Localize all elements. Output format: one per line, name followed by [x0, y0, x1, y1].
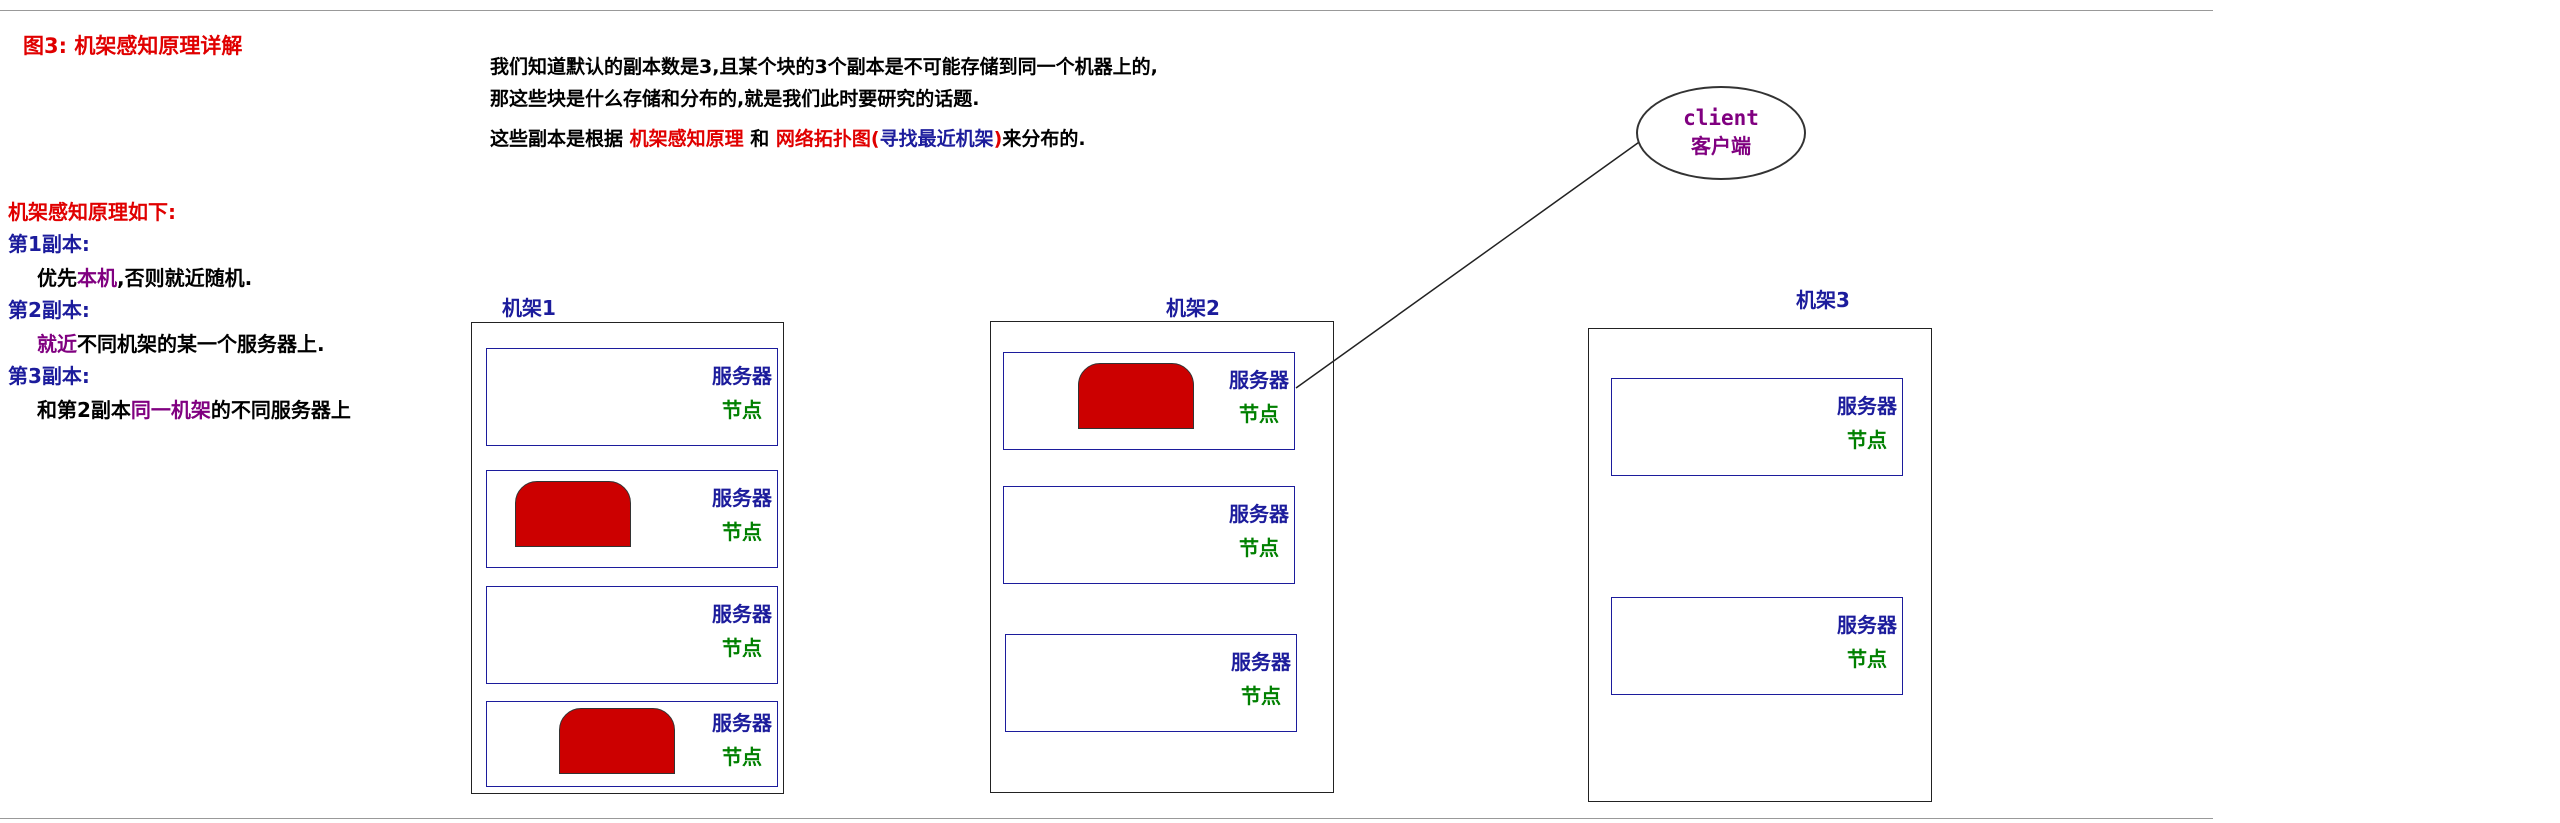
- server-label: 服务器: [1231, 650, 1291, 674]
- intro-suffix: 来分布的.: [1002, 128, 1086, 150]
- node-label: 节点: [1239, 536, 1279, 560]
- server-node: 服务器节点: [486, 701, 778, 787]
- replica-1-label: 第1副本:: [8, 232, 90, 256]
- replica-3-rule: 和第2副本同一机架的不同服务器上: [37, 398, 351, 422]
- intro-line-1: 我们知道默认的副本数是3,且某个块的3个副本是不可能存储到同一个机器上的,: [490, 56, 1158, 78]
- same-rack-highlight: 同一机架: [130, 398, 211, 422]
- server-label: 服务器: [1837, 613, 1897, 637]
- server-node: 服务器节点: [1003, 352, 1295, 450]
- intro-prefix: 这些副本是根据: [490, 128, 624, 150]
- rack-1-label: 机架1: [502, 296, 556, 320]
- data-block: [1078, 363, 1194, 429]
- client-node: client 客户端: [1636, 86, 1806, 180]
- replica-3-label: 第3副本:: [8, 364, 90, 388]
- rack-2: 服务器节点 服务器节点 服务器节点: [990, 321, 1334, 793]
- node-label: 节点: [722, 398, 762, 422]
- server-node: 服务器节点: [1611, 597, 1903, 695]
- nearest-highlight: 就近: [37, 332, 77, 356]
- rack-1: 服务器节点 服务器节点 服务器节点 服务器节点: [471, 322, 784, 794]
- server-label: 服务器: [1229, 502, 1289, 526]
- client-label: 客户端: [1691, 134, 1751, 158]
- local-machine-highlight: 本机: [77, 266, 117, 290]
- node-label: 节点: [722, 520, 762, 544]
- top-rule: [0, 10, 2213, 11]
- server-label: 服务器: [712, 602, 772, 626]
- server-label: 服务器: [712, 486, 772, 510]
- server-node: 服务器节点: [1611, 378, 1903, 476]
- server-node: 服务器节点: [1005, 634, 1297, 732]
- data-block: [559, 708, 675, 774]
- node-label: 节点: [1847, 647, 1887, 671]
- replica-2-rule: 就近不同机架的某一个服务器上.: [37, 332, 325, 356]
- client-name: client: [1683, 106, 1759, 130]
- rack-3-label: 机架3: [1796, 288, 1850, 312]
- rack-2-label: 机架2: [1166, 296, 1220, 320]
- principle-title: 机架感知原理如下:: [8, 200, 176, 224]
- rack-awareness-highlight: 机架感知原理: [629, 128, 744, 150]
- node-label: 节点: [722, 636, 762, 660]
- node-label: 节点: [1239, 402, 1279, 426]
- intro-and: 和: [750, 128, 770, 150]
- server-node: 服务器节点: [486, 348, 778, 446]
- figure-caption: 图3: 机架感知原理详解: [23, 34, 243, 58]
- server-label: 服务器: [712, 711, 772, 735]
- replica-2-label: 第2副本:: [8, 298, 90, 322]
- node-label: 节点: [1241, 684, 1281, 708]
- server-label: 服务器: [1837, 394, 1897, 418]
- topology-close: ): [993, 128, 1003, 150]
- topology-open: 网络拓扑图(: [775, 128, 880, 150]
- replica-1-rule: 优先本机,否则就近随机.: [37, 266, 253, 290]
- server-node: 服务器节点: [1003, 486, 1295, 584]
- intro-line-2: 那这些块是什么存储和分布的,就是我们此时要研究的话题.: [490, 88, 980, 110]
- nearest-rack-highlight: 寻找最近机架: [879, 128, 994, 150]
- data-block: [515, 481, 631, 547]
- node-label: 节点: [1847, 428, 1887, 452]
- intro-line-3: 这些副本是根据 机架感知原理 和 网络拓扑图(寻找最近机架)来分布的.: [490, 124, 1086, 151]
- server-label: 服务器: [1229, 368, 1289, 392]
- bottom-rule: [0, 818, 2213, 819]
- server-node: 服务器节点: [486, 470, 778, 568]
- server-node: 服务器节点: [486, 586, 778, 684]
- node-label: 节点: [722, 745, 762, 769]
- server-label: 服务器: [712, 364, 772, 388]
- rack-3: 服务器节点 服务器节点: [1588, 328, 1932, 802]
